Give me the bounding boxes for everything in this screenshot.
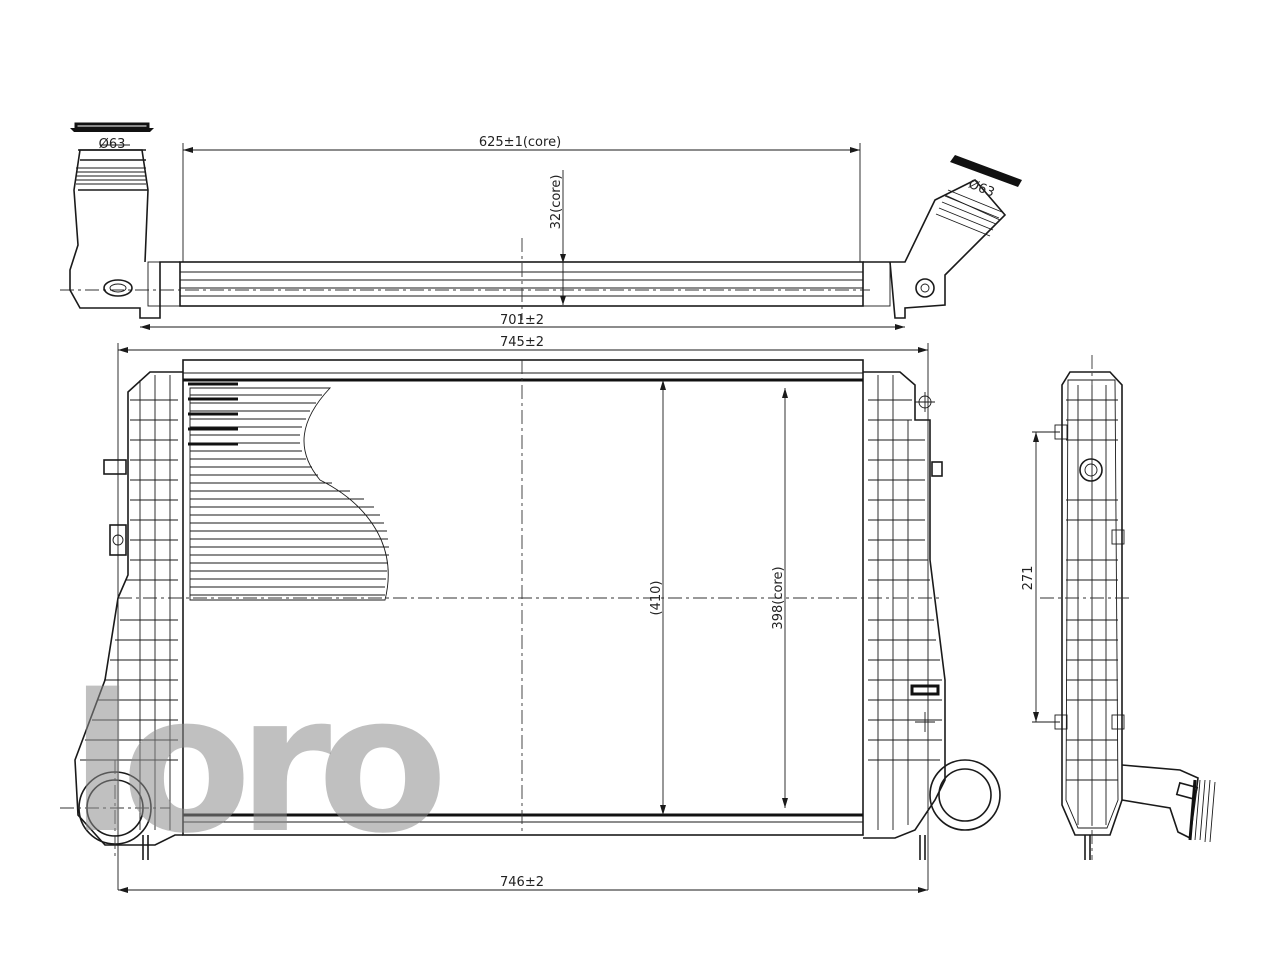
side-view: 271 [1021, 355, 1216, 860]
core-height-398-label: 398(core) [771, 566, 786, 629]
left-pipe-ribs [76, 167, 146, 185]
core-fins [188, 382, 389, 601]
side-pipe-ribs [1188, 779, 1216, 843]
front-view: (410) 398(core) [60, 359, 1001, 860]
width-745-label: 745±2 [500, 335, 544, 350]
left-tank-ribs [80, 375, 178, 830]
core-width-label: 625±1(core) [479, 135, 561, 150]
mount-height-271-label: 271 [1021, 566, 1036, 591]
brand-logo: loro [70, 654, 440, 875]
right-tank-ribs [868, 375, 942, 830]
right-pipe-ribs [935, 189, 1003, 237]
width-701-label: 701±2 [500, 313, 544, 328]
height-410-label: (410) [649, 581, 664, 616]
left-pipe-diameter-label: Ø63 [99, 137, 126, 152]
width-dimensions: 701±2 745±2 746±2 [117, 313, 929, 893]
core-thickness-label: 32(core) [549, 175, 564, 230]
right-pipe-diameter-label: Ø63 [966, 177, 996, 201]
width-746-label: 746±2 [500, 875, 544, 890]
top-view: 625±1(core) 32(core) Ø63 [60, 122, 1022, 320]
brand-watermark: loro [70, 654, 454, 875]
